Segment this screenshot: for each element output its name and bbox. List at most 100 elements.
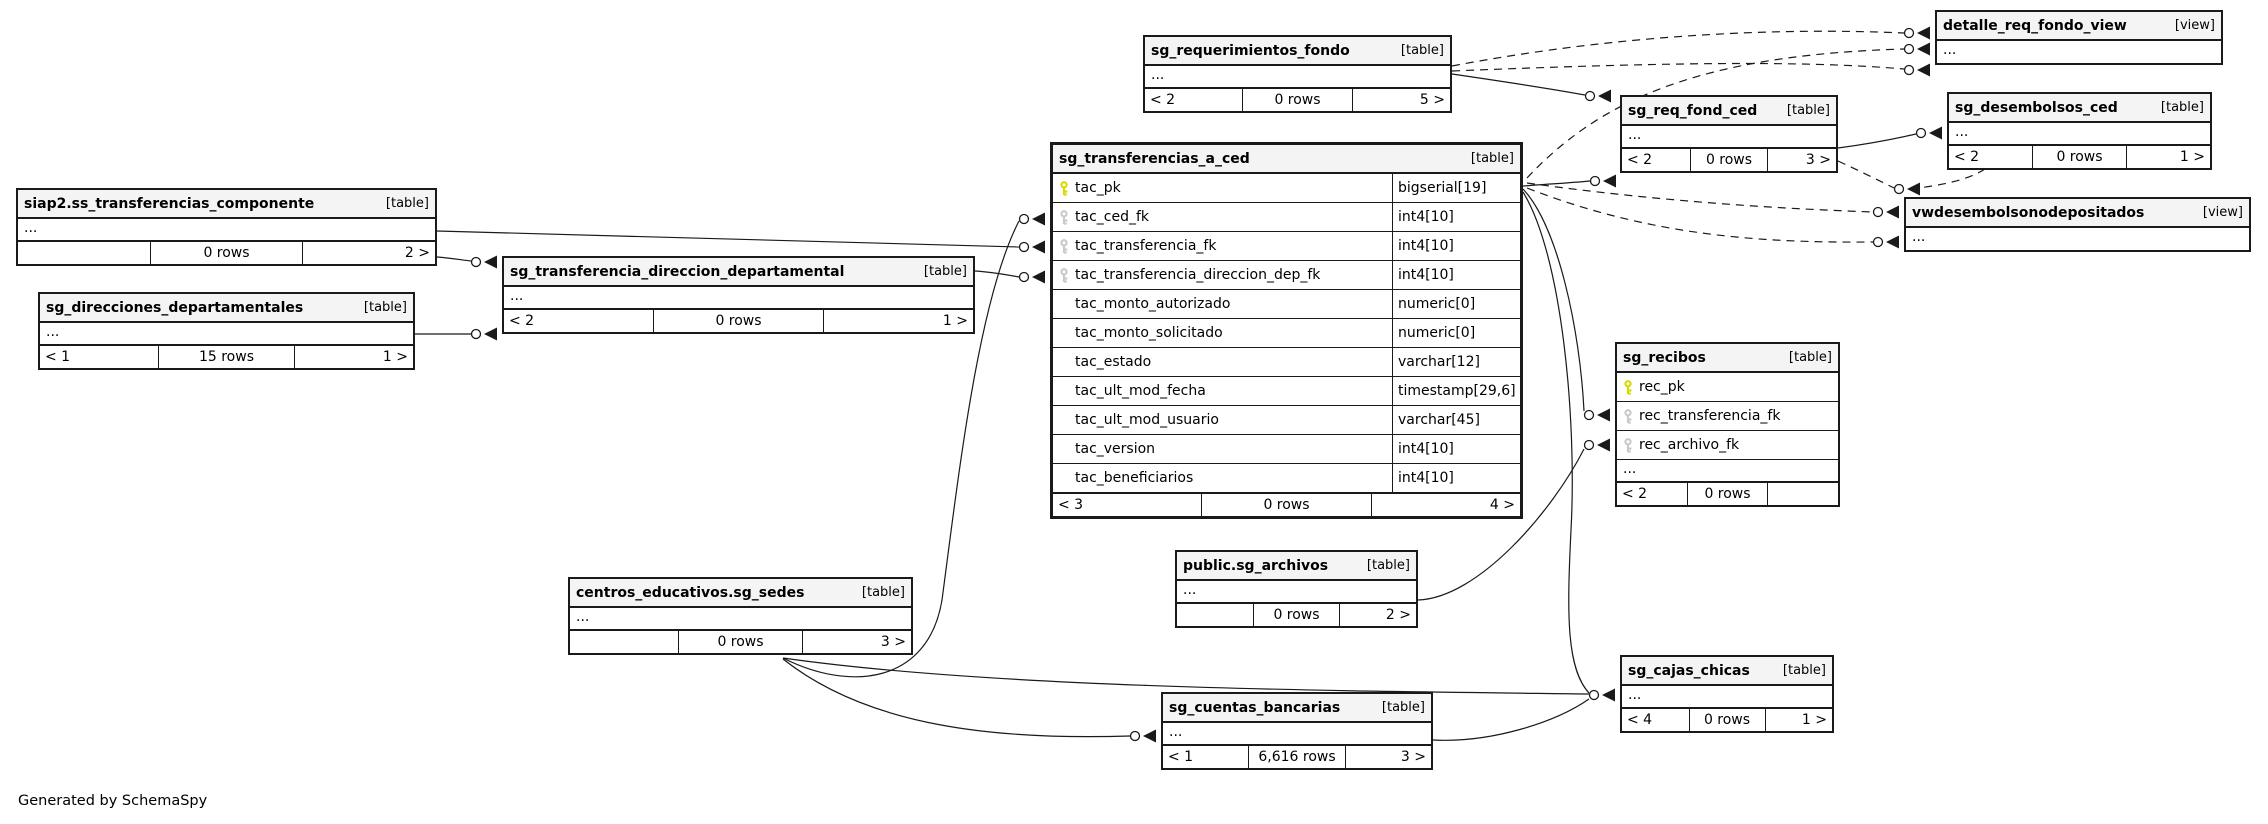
collapsed-columns-ellipsis: ... xyxy=(18,219,435,241)
relationship-edge-centros_educativos_sg_sedes-to-sg_transferencias_a_ced xyxy=(782,220,1020,678)
relationship-edge-sg_transferencias_a_ced-to-sg_cajas_chicas xyxy=(1522,191,1590,694)
crowsfoot-connector xyxy=(470,327,497,341)
column-type: timestamp[29,6] xyxy=(1392,377,1520,405)
column-type: numeric[0] xyxy=(1392,290,1520,318)
column-name: rec_transferencia_fk xyxy=(1639,408,1781,424)
entity-header: siap2.ss_transferencias_componente[table… xyxy=(18,190,435,219)
entity-title: sg_recibos xyxy=(1623,349,1706,366)
entity-title: sg_cuentas_bancarias xyxy=(1169,699,1341,716)
footer-children-count: 3 > xyxy=(1345,746,1431,768)
footer-parents-count: < 2 xyxy=(1954,149,1980,165)
relationship-edge-sg_transferencias_a_ced-to-detalle_req_fondo_view xyxy=(1526,48,1905,179)
entity-header: public.sg_archivos[table] xyxy=(1177,552,1416,581)
footer-row-count: 0 rows xyxy=(678,631,802,653)
relationship-edge-sg_req_fond_ced-to-sg_desembolsos_ced xyxy=(1837,133,1917,149)
entity-vwdesembolsonodepositados[interactable]: vwdesembolsonodepositados[view]... xyxy=(1904,197,2251,252)
footer-row-count: 0 rows xyxy=(1252,604,1340,626)
relationship-edge-sg_transferencias_a_ced-to-sg_req_fond_ced xyxy=(1522,180,1591,187)
column-row-rec_archivo_fk: rec_archivo_fk xyxy=(1617,431,1838,460)
footer-parents-count xyxy=(1177,604,1253,626)
footer-row-count: 0 rows xyxy=(1687,483,1767,505)
relationship-edge-public_sg_archivos-to-sg_recibos xyxy=(1417,448,1585,601)
entity-type-badge: [table] xyxy=(1381,700,1425,715)
collapsed-columns-ellipsis: ... xyxy=(1177,581,1416,603)
entity-type-badge: [table] xyxy=(1782,663,1826,678)
column-type: int4[10] xyxy=(1392,232,1520,260)
entity-sg_transferencia_direccion_departamental[interactable]: sg_transferencia_direccion_departamental… xyxy=(502,256,975,334)
crowsfoot-connector xyxy=(1589,174,1616,188)
footer-children-count: 2 > xyxy=(301,242,435,264)
crowsfoot-connector xyxy=(1018,240,1045,254)
entity-title: sg_transferencia_direccion_departamental xyxy=(510,263,845,280)
column-name: tac_monto_solicitado xyxy=(1075,325,1223,341)
crowsfoot-connector xyxy=(1903,63,1930,77)
collapsed-columns-ellipsis: ... xyxy=(1617,460,1838,482)
entity-siap2_ss_transferencias_componente[interactable]: siap2.ss_transferencias_componente[table… xyxy=(16,188,437,266)
column-row-rec_transferencia_fk: rec_transferencia_fk xyxy=(1617,402,1838,431)
entity-sg_direcciones_departamentales[interactable]: sg_direcciones_departamentales[table]...… xyxy=(38,292,415,370)
footer-row-count: 0 rows xyxy=(1688,709,1765,731)
footer-children-count: 1 > xyxy=(1764,709,1833,731)
relationship-edge-centros_educativos_sg_sedes-to-sg_cajas_chicas xyxy=(782,657,1590,695)
crowsfoot-connector xyxy=(1129,729,1156,743)
column-type: varchar[45] xyxy=(1392,406,1520,434)
entity-title: sg_direcciones_departamentales xyxy=(46,299,304,316)
entity-header: sg_desembolsos_ced[table] xyxy=(1949,94,2210,123)
entity-title: sg_req_fond_ced xyxy=(1628,102,1758,119)
entity-type-badge: [table] xyxy=(363,300,407,315)
entity-footer: < 2 0 rows xyxy=(1617,482,1838,505)
footer-children-count: 2 > xyxy=(1339,604,1416,626)
relationship-edge-sg_transferencias_a_ced-to-sg_recibos xyxy=(1522,188,1585,412)
footer-parents-count: < 1 xyxy=(1168,749,1194,765)
relationship-edge-centros_educativos_sg_sedes-to-sg_cuentas_bancarias xyxy=(782,658,1131,738)
footer-parents-count: < 1 xyxy=(45,349,71,365)
collapsed-columns-ellipsis: ... xyxy=(1622,686,1832,708)
entity-type-badge: [table] xyxy=(2160,100,2204,115)
collapsed-columns-ellipsis: ... xyxy=(1912,229,1926,245)
entity-title: sg_requerimientos_fondo xyxy=(1151,42,1350,59)
footer-parents-count xyxy=(18,242,150,264)
generated-by-label: Generated by SchemaSpy xyxy=(18,793,208,809)
crowsfoot-connector xyxy=(1018,270,1045,284)
crowsfoot-connector xyxy=(1584,89,1611,103)
relationship-edge-sg_transferencia_direccion_departamental-to-sg_transferencias_a_ced xyxy=(974,270,1020,278)
footer-children-count: 3 > xyxy=(1767,149,1836,171)
crowsfoot-connector xyxy=(470,255,497,269)
column-row-rec_pk: rec_pk xyxy=(1617,373,1838,402)
entity-header: vwdesembolsonodepositados[view] xyxy=(1906,199,2249,228)
footer-children-count: 3 > xyxy=(801,631,911,653)
footer-parents-count: < 2 xyxy=(1622,486,1648,502)
footer-row-count: 0 rows xyxy=(652,310,824,332)
collapsed-columns-ellipsis: ... xyxy=(1145,66,1450,88)
collapsed-columns-ellipsis: ... xyxy=(1949,123,2210,145)
entity-type-badge: [table] xyxy=(861,585,905,600)
column-name: tac_pk xyxy=(1075,180,1121,196)
entity-centros_educativos_sg_sedes[interactable]: centros_educativos.sg_sedes[table]...0 r… xyxy=(568,577,913,655)
entity-header: sg_cajas_chicas[table] xyxy=(1622,657,1832,686)
entity-type-badge: [table] xyxy=(385,196,429,211)
column-type: int4[10] xyxy=(1392,203,1520,231)
entity-detalle_req_fondo_view[interactable]: detalle_req_fondo_view[view]... xyxy=(1935,10,2223,65)
footer-children-count: 5 > xyxy=(1352,89,1450,111)
